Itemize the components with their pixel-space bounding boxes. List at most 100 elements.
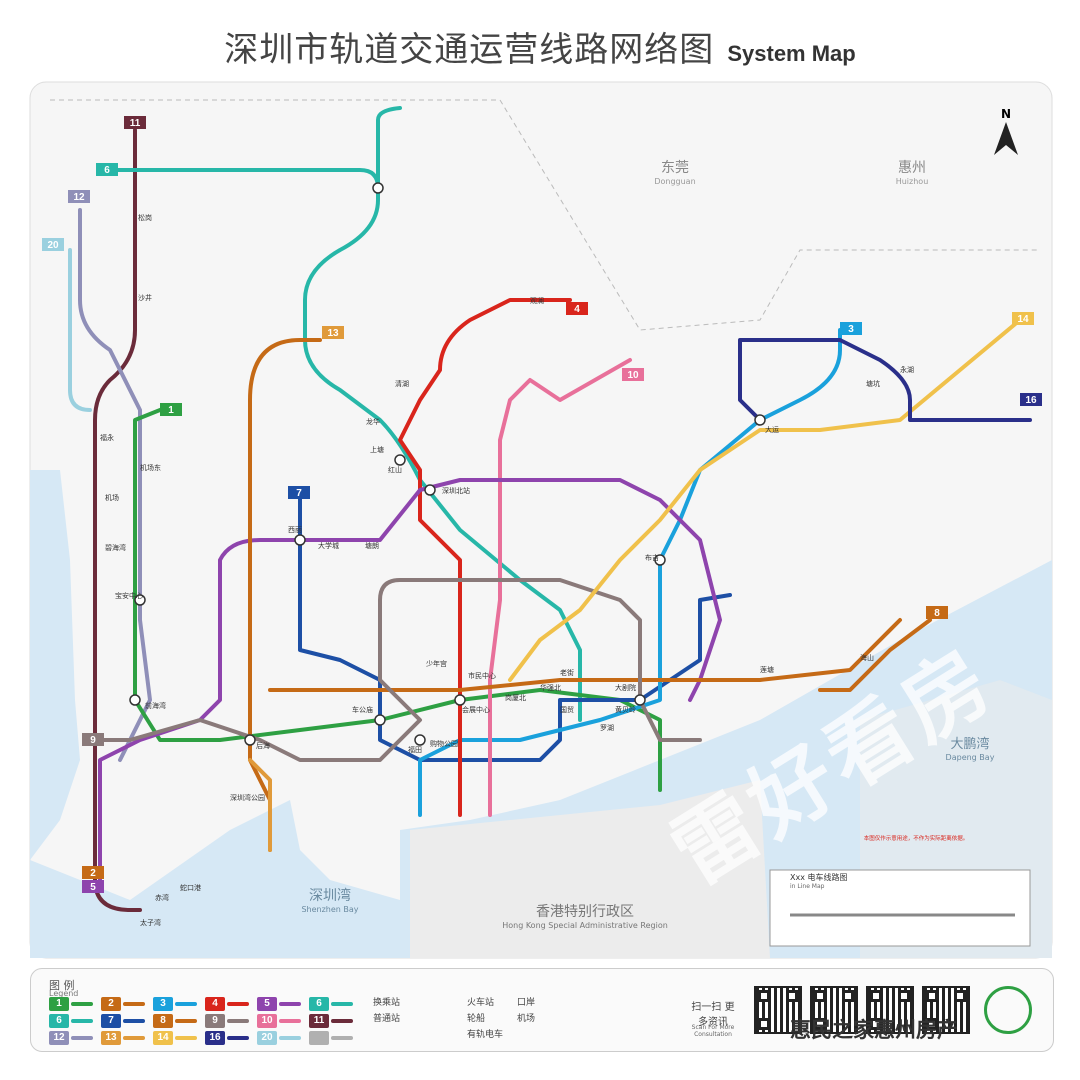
station-label: 少年宫 — [426, 659, 447, 668]
region-shenzhen-bay: 深圳湾 — [309, 887, 351, 904]
badge-7-bg — [288, 486, 310, 499]
station-label: 黄贝岭 — [615, 705, 636, 714]
metro-logo-icon — [984, 986, 1032, 1034]
legend-title: 图 例 — [49, 979, 75, 992]
station-label: 深圳湾公园 — [230, 793, 265, 802]
line-16-path — [738, 338, 1032, 422]
qr-code-4[interactable] — [922, 986, 970, 1034]
badge-14: 14 — [1017, 314, 1029, 325]
legend-line-swatch — [175, 1019, 197, 1023]
source-tag: 惠民之家惠州房产 — [790, 1018, 958, 1042]
title-english: System Map — [727, 41, 856, 66]
map-notice: 本图仅作示意用途，不作为实际距离依据。 — [864, 834, 969, 842]
region-dongguan: 东莞 — [661, 160, 689, 176]
legend-line-badge — [309, 1031, 329, 1045]
badge-7: 7 — [296, 488, 302, 499]
station-label: 深圳北站 — [442, 486, 470, 495]
scan-text-en: Scan For More Consultation — [691, 1024, 735, 1038]
node-qianhaiwan — [129, 694, 141, 706]
legend-line-item: 8 — [153, 1014, 197, 1028]
station-label: 市民中心 — [468, 671, 496, 680]
node-shenzhen-north — [424, 484, 436, 496]
legend-line-item: 9 — [205, 1014, 249, 1028]
legend-line-item: 16 — [205, 1031, 249, 1045]
line-8-path — [818, 618, 932, 692]
badge-12: 12 — [73, 192, 85, 203]
sea-shenzhen-bay — [30, 800, 400, 958]
legend-line-item: 12 — [49, 1031, 93, 1045]
node-baoan-center — [134, 594, 146, 606]
legend-line-swatch — [175, 1036, 197, 1040]
legend-symbol-ferry: 轮船 — [467, 1014, 486, 1024]
line-13-path — [248, 758, 272, 852]
legend-line-badge: 16 — [205, 1031, 225, 1045]
region-hk-en: Hong Kong Special Administrative Region — [502, 921, 668, 930]
legend-line-item: 7 — [101, 1014, 145, 1028]
badge-13: 13 — [327, 328, 339, 339]
sea-west — [30, 470, 80, 860]
station-label: 会展中心 — [462, 705, 490, 714]
node-huangbeiling — [634, 694, 646, 706]
legend-line-item: 10 — [257, 1014, 301, 1028]
legend-line-item: 11 — [309, 1014, 353, 1028]
station-label: 海山 — [860, 653, 874, 662]
qr-code-1[interactable] — [754, 986, 802, 1034]
station-label: 西丽 — [288, 526, 302, 534]
badge-2-bg — [82, 866, 104, 879]
station-label: 赤湾 — [155, 893, 169, 902]
legend-line-swatch — [331, 1036, 353, 1040]
station-label: 大剧院 — [615, 683, 636, 692]
legend-symbol-interchange: 换乘站 — [373, 998, 401, 1008]
station-label: 蛇口港 — [180, 883, 201, 892]
region-huizhou: 惠州 — [898, 160, 926, 176]
legend-symbol-tram: 有轨电车 — [467, 1030, 504, 1040]
legend-line-item: 5 — [257, 997, 301, 1011]
station-label: 国贸 — [560, 705, 574, 714]
badge-5: 5 — [90, 882, 96, 893]
badge-12-bg — [68, 190, 90, 203]
legend-line-item: 3 — [153, 997, 197, 1011]
legend-line-swatch — [227, 1036, 249, 1040]
badge-10: 10 — [627, 370, 639, 381]
compass-n: N — [1001, 107, 1011, 121]
line-12-path — [78, 208, 152, 762]
region-dongguan-en: Dongguan — [654, 177, 695, 186]
station-label: 布吉 — [645, 553, 659, 562]
legend-line-swatch — [123, 1002, 145, 1006]
legend-line-item: 14 — [153, 1031, 197, 1045]
legend-line-badge: 14 — [153, 1031, 173, 1045]
legend-line-swatch — [227, 1019, 249, 1023]
line-20-path — [68, 248, 92, 412]
legend-line-swatch — [279, 1036, 301, 1040]
line-14-path — [508, 318, 1022, 682]
legend-line-item: 6 — [309, 997, 353, 1011]
legend-line-badge: 9 — [205, 1014, 225, 1028]
qr-code-3[interactable] — [866, 986, 914, 1034]
line-3-path — [418, 328, 842, 817]
scan-text: 扫一扫 更多资讯 — [691, 1002, 735, 1028]
station-label: 岗厦北 — [505, 694, 526, 702]
legend-line-item: 2 — [101, 997, 145, 1011]
badge-11: 11 — [130, 118, 141, 129]
legend-line-badge: 11 — [309, 1014, 329, 1028]
node-chegongmiao — [374, 714, 386, 726]
badge-14-bg — [1012, 312, 1034, 325]
legend-line-item: 13 — [101, 1031, 145, 1045]
legend-line-swatch — [71, 1036, 93, 1040]
station-label: 罗湖 — [600, 723, 614, 732]
legend-line-item: 4 — [205, 997, 249, 1011]
badge-4-bg — [566, 302, 588, 315]
badge-group: 11 6 12 20 1 7 3 4 10 13 16 14 8 2 5 9 — [42, 116, 1042, 893]
legend-line-badge: 6 — [49, 1014, 69, 1028]
station-label: 太子湾 — [140, 918, 161, 927]
title-chinese: 深圳市轨道交通运营线路网络图 — [224, 30, 715, 70]
station-label: 永湖 — [900, 365, 914, 374]
map-title: 深圳市轨道交通运营线路网络图 System Map — [0, 22, 1080, 71]
station-label: 沙井 — [138, 293, 152, 302]
badge-20-bg — [42, 238, 64, 251]
legend-line-swatch — [279, 1002, 301, 1006]
station-label: 机场东 — [140, 463, 161, 472]
station-label: 福田 — [408, 745, 422, 754]
station-labels: 福田 车公庙 购物公园 会展中心 岗厦北 华强北 市民中心 少年宫 深圳北站 红… — [100, 213, 914, 927]
qr-code-2[interactable] — [810, 986, 858, 1034]
